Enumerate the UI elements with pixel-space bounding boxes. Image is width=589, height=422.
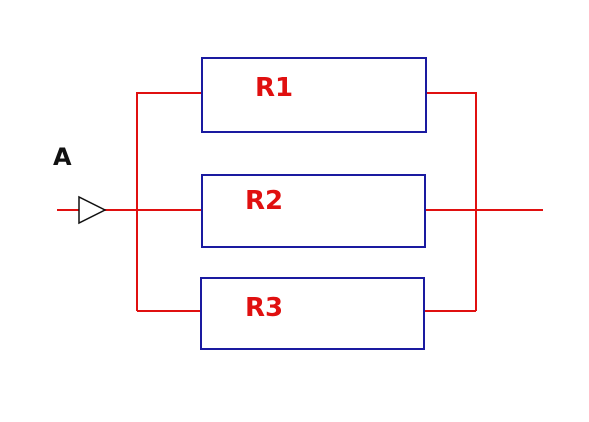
- resistor-r1-box: [201, 57, 427, 133]
- triangle-right-icon: [78, 195, 107, 225]
- resistor-r3-label: R3: [245, 293, 283, 323]
- resistor-r2-label: R2: [245, 186, 283, 216]
- resistor-r2-box: [201, 174, 426, 248]
- resistor-r1-label: R1: [255, 73, 293, 103]
- resistor-r1: R1: [201, 57, 427, 133]
- resistor-r3: R3: [200, 277, 425, 350]
- node-label-a: A: [53, 143, 72, 171]
- resistor-r3-box: [200, 277, 425, 350]
- resistor-r2: R2: [201, 174, 426, 248]
